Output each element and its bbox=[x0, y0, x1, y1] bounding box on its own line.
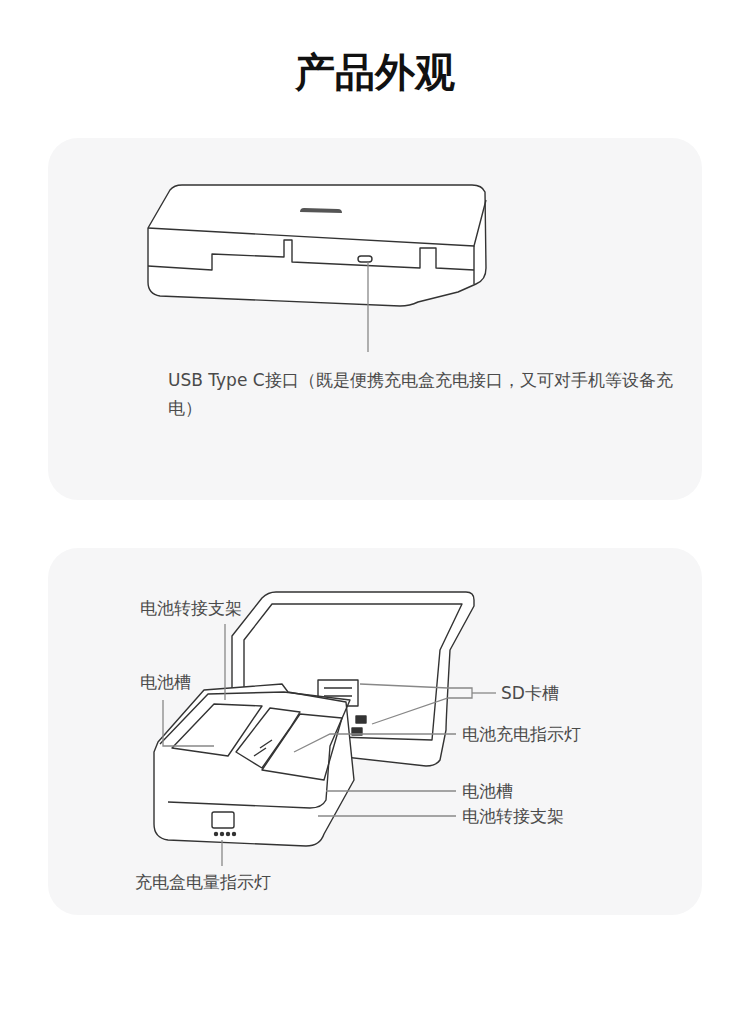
part-label: SD卡槽 bbox=[501, 679, 559, 707]
part-label: 电池转接支架 bbox=[462, 802, 564, 830]
part-label: 充电盒电量指示灯 bbox=[135, 868, 271, 896]
part-label: 电池槽 bbox=[462, 777, 513, 805]
part-label: USB Type C接口（既是便携充电盒充电接口，又可对手机等设备充电） bbox=[168, 366, 696, 422]
part-label: 电池槽 bbox=[140, 668, 191, 696]
page-title: 产品外观 bbox=[0, 44, 750, 100]
part-label: 电池充电指示灯 bbox=[462, 720, 581, 748]
part-label: 电池转接支架 bbox=[140, 594, 242, 622]
